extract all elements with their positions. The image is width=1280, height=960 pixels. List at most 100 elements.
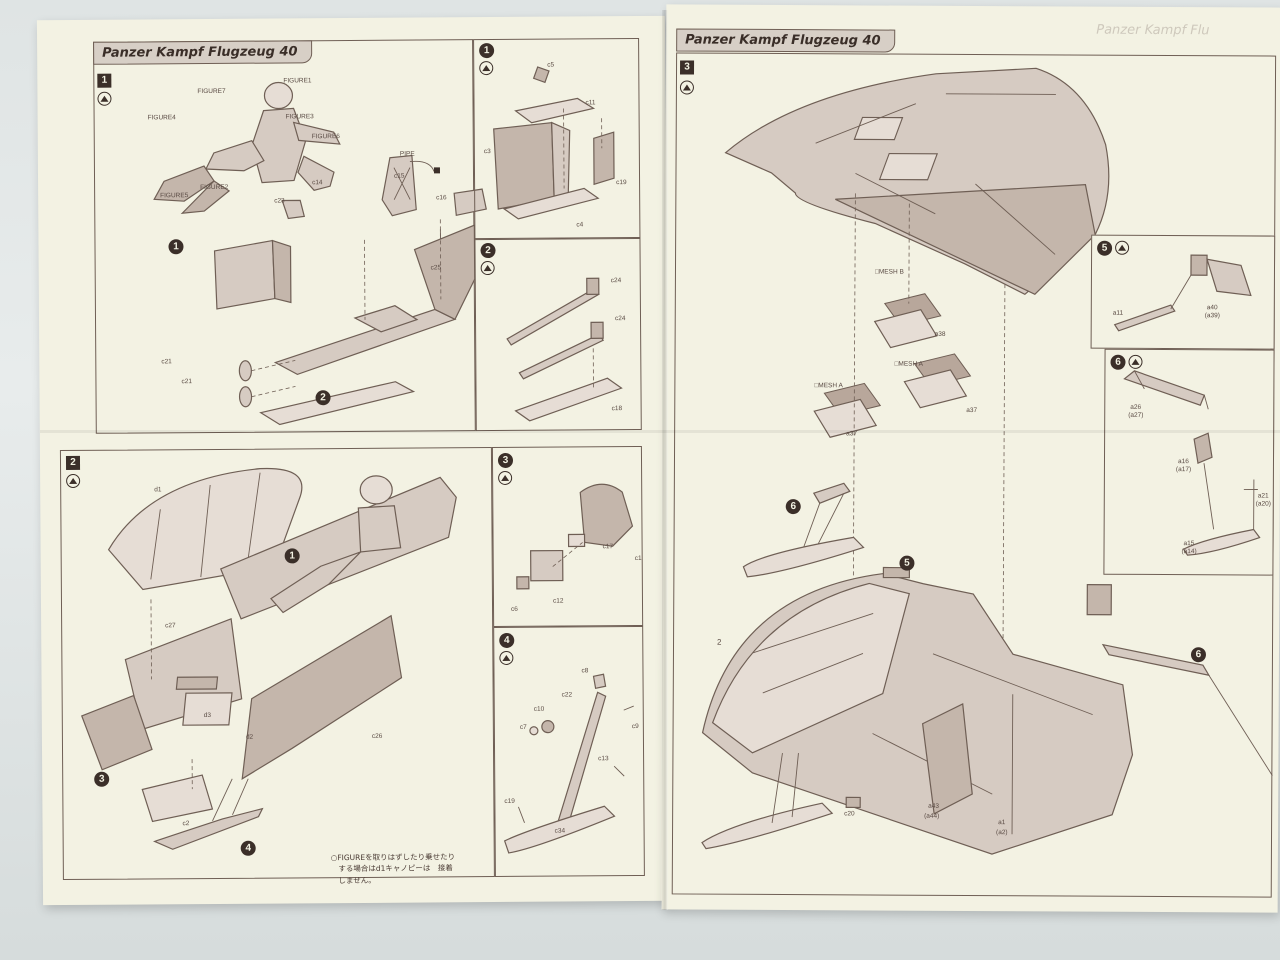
label-d2: d2 bbox=[245, 733, 254, 741]
label-mesh-b: □MESH B bbox=[874, 268, 904, 276]
c25-part bbox=[413, 224, 476, 321]
label-a1: a1 bbox=[998, 819, 1006, 827]
step3-drawing bbox=[701, 67, 1273, 855]
console-part bbox=[213, 239, 276, 310]
label-c6: c6 bbox=[511, 605, 518, 613]
step3-sub6-marker-a: 6 bbox=[785, 499, 801, 515]
label-c22: c22 bbox=[561, 691, 573, 699]
note-line-2: する場合はd1キャノピーは 接着 bbox=[330, 863, 453, 874]
label-c34: c34 bbox=[554, 827, 566, 835]
label-mesh-a-1: □MESH A bbox=[814, 382, 843, 390]
label-c15: c15 bbox=[393, 172, 405, 180]
step1-drawing bbox=[153, 81, 487, 426]
label-a11: a11 bbox=[1112, 309, 1124, 317]
label-figure7: FIGURE7 bbox=[197, 87, 226, 96]
label-c14: c14 bbox=[312, 179, 323, 187]
label-d1: d1 bbox=[154, 486, 162, 494]
label-c1: c1 bbox=[634, 554, 642, 563]
label-figure4: FIGURE4 bbox=[147, 114, 176, 122]
label-figure1: FIGURE1 bbox=[283, 77, 312, 85]
label-a16: a16 bbox=[1177, 458, 1189, 466]
label-c13: c13 bbox=[598, 755, 609, 763]
sub4-drawing bbox=[503, 673, 634, 854]
label-c7: c7 bbox=[519, 723, 527, 731]
step1-sub2-marker: 2 bbox=[315, 390, 331, 406]
label-a21: a21 bbox=[1257, 492, 1269, 500]
label-c17: c17 bbox=[602, 543, 614, 551]
step3-sub5-marker: 5 bbox=[899, 555, 915, 571]
label-c19: c19 bbox=[616, 179, 627, 187]
label-figure6: FIGURE6 bbox=[311, 133, 340, 141]
label-figure3: FIGURE3 bbox=[285, 113, 314, 121]
label-a39: (a39) bbox=[1204, 312, 1220, 320]
note-line-1: ○FIGUREを取りはずしたり乗せたり bbox=[330, 852, 456, 863]
right-page-ghost-title: Panzer Kampf Flu bbox=[1096, 22, 1210, 39]
label-pipe: PIPE bbox=[399, 150, 415, 158]
label-a2: (a2) bbox=[996, 829, 1008, 837]
label-c25: c25 bbox=[430, 264, 442, 272]
label-c27: c27 bbox=[165, 622, 176, 630]
label-c24-a: c24 bbox=[610, 277, 622, 285]
label-c26: c26 bbox=[371, 732, 383, 740]
note-line-3: しません。 bbox=[330, 875, 376, 885]
label-d3: d3 bbox=[203, 712, 212, 720]
label-mesh-a-2: □MESH A bbox=[894, 360, 924, 368]
center-fold bbox=[662, 10, 668, 910]
label-a43: a43 bbox=[928, 802, 940, 810]
step1-sub1-marker: 1 bbox=[168, 239, 184, 255]
label-a44: (a44) bbox=[924, 812, 940, 820]
label-c12: c12 bbox=[552, 597, 564, 605]
seat-part bbox=[381, 154, 417, 217]
label-c24-b: c24 bbox=[614, 315, 626, 323]
left-page: Panzer Kampf Flugzeug 40 1 bbox=[36, 15, 672, 906]
mesh-a-group-1 bbox=[813, 382, 882, 438]
label-a40: a40 bbox=[1206, 304, 1218, 312]
label-c2: c2 bbox=[182, 820, 190, 828]
label-a14: (a14) bbox=[1181, 548, 1197, 556]
horizontal-fold bbox=[40, 430, 1280, 433]
label-c3: c3 bbox=[483, 148, 491, 156]
label-c5: c5 bbox=[547, 61, 555, 69]
sub3-drawing bbox=[516, 483, 634, 590]
right-page: Panzer Kampf Flugzeug 40 Panzer Kampf Fl… bbox=[661, 4, 1280, 913]
label-a27: (a27) bbox=[1128, 411, 1144, 419]
label-a20: (a20) bbox=[1255, 500, 1271, 508]
label-step2-ref: 2 bbox=[717, 637, 722, 647]
sub6-drawing bbox=[1123, 370, 1261, 556]
label-a37-b: a37 bbox=[966, 406, 978, 415]
label-c11: c11 bbox=[585, 99, 596, 107]
step3-sub6-marker-b: 6 bbox=[1190, 647, 1207, 663]
base-plate-part bbox=[259, 381, 416, 426]
label-c8: c8 bbox=[581, 667, 589, 675]
step2-note: ○FIGUREを取りはずしたり乗せたり する場合はd1キャノピーは 接着 しませ… bbox=[331, 851, 456, 886]
label-c16: c16 bbox=[436, 194, 447, 202]
sub5-drawing bbox=[1113, 254, 1252, 332]
pilot-figure-group bbox=[153, 81, 341, 220]
step2-sub4-marker: 4 bbox=[240, 840, 256, 856]
label-figure2: FIGURE2 bbox=[200, 183, 229, 192]
label-c19: c19 bbox=[504, 797, 515, 805]
sub2-drawing bbox=[506, 277, 623, 422]
sub1-drawing bbox=[493, 66, 615, 220]
label-a15: a15 bbox=[1183, 540, 1195, 548]
label-c21-b: c21 bbox=[181, 378, 192, 386]
right-page-title: Panzer Kampf Flugzeug 40 bbox=[676, 28, 896, 53]
label-c18: c18 bbox=[611, 405, 623, 413]
step2-sub3-marker: 3 bbox=[94, 771, 110, 787]
label-c23: c23 bbox=[274, 197, 285, 205]
label-c10: c10 bbox=[533, 705, 545, 713]
label-figure5: FIGURE5 bbox=[160, 192, 189, 200]
mesh-a-group-2 bbox=[903, 353, 972, 409]
label-c4: c4 bbox=[576, 221, 584, 229]
label-c20: c20 bbox=[844, 810, 855, 818]
mesh-b-group bbox=[873, 293, 942, 349]
step2-drawing bbox=[81, 467, 457, 850]
label-a26: a26 bbox=[1130, 403, 1142, 411]
c26-part bbox=[241, 614, 403, 780]
label-c21-a: c21 bbox=[161, 358, 172, 366]
label-c9: c9 bbox=[631, 723, 639, 731]
label-a17: (a17) bbox=[1175, 466, 1192, 474]
label-a38: a38 bbox=[934, 330, 946, 338]
step2-sub1-marker: 1 bbox=[284, 548, 300, 564]
